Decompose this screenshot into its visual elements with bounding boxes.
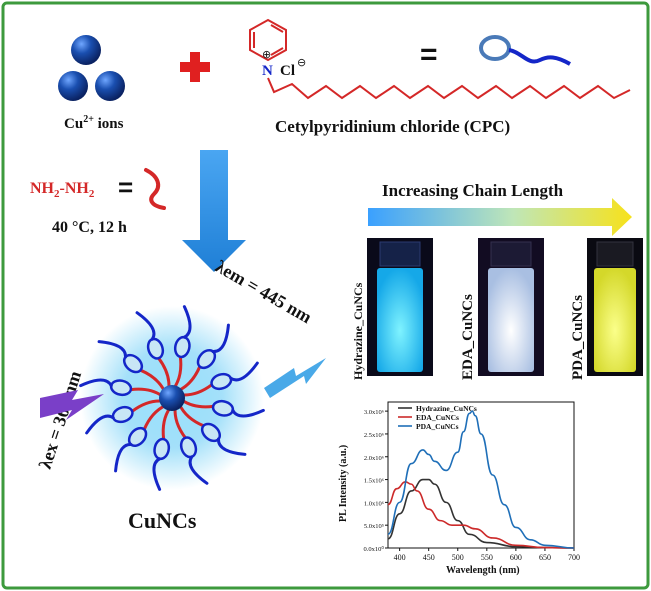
legend-label: Hydrazine_CuNCs xyxy=(416,404,477,413)
chart-xlabel: Wavelength (nm) xyxy=(446,565,520,576)
reaction-conditions: 40 °C, 12 h xyxy=(52,219,127,236)
ligand-tail xyxy=(85,414,115,435)
ligand-tail xyxy=(229,361,259,382)
ligand-tail xyxy=(211,323,230,354)
red-ligand-icon xyxy=(144,168,166,210)
cetyl-chain-icon xyxy=(267,77,631,100)
vial-label-eda: EDA_CuNCs xyxy=(460,294,476,380)
y-tick-label: 2.0x10⁶ xyxy=(364,455,384,462)
excitation-bolt-icon xyxy=(40,390,104,420)
vial-label-pda: PDA_CuNCs xyxy=(570,295,586,380)
y-tick-label: 1.5x10⁶ xyxy=(364,478,384,485)
series-line-2 xyxy=(387,410,575,549)
legend-label: EDA_CuNCs xyxy=(416,413,459,422)
x-tick-label: 650 xyxy=(539,553,551,562)
y-tick-label: 2.5x10⁶ xyxy=(364,432,384,439)
x-tick-label: 550 xyxy=(481,553,493,562)
y-tick-label: 3.0x10⁶ xyxy=(364,409,384,416)
chart-frame xyxy=(387,401,575,549)
pyridinium-ring-icon xyxy=(249,18,287,62)
cl-charge-label: ⊖ xyxy=(297,56,306,69)
vial-pda xyxy=(587,238,643,376)
y-tick-label: 5.0x10⁵ xyxy=(364,523,384,530)
pl-spectrum-chart: 400 450 500 550 600 650 700 0.0x10⁰ 5.0x10⁵ 1.0x1… xyxy=(338,401,580,576)
chart-ylabel: PL Intensity (a.u.) xyxy=(338,445,349,522)
reaction-arrow-icon xyxy=(182,150,246,272)
ligand-tail xyxy=(188,455,209,485)
ligand-tail xyxy=(182,305,192,339)
chain-length-arrow-icon xyxy=(368,198,632,236)
vial-eda xyxy=(478,238,544,376)
n-atom-label: N xyxy=(262,63,273,79)
legend-label: PDA_CuNCs xyxy=(416,422,459,431)
cu-ions-label: Cu2+ ions xyxy=(64,114,124,132)
cu-ions-icon xyxy=(58,35,125,101)
x-tick-label: 500 xyxy=(452,553,464,562)
x-tick-label: 450 xyxy=(423,553,435,562)
cunc-cluster xyxy=(79,305,265,491)
chain-length-title: Increasing Chain Length xyxy=(382,181,564,200)
y-tick-label: 1.0x10⁶ xyxy=(364,500,384,507)
series-line-0 xyxy=(387,478,575,549)
x-tick-label: 700 xyxy=(568,553,580,562)
ligand-tail xyxy=(79,378,113,388)
ligand-tail xyxy=(97,340,128,359)
cpc-name-label: Cetylpyridinium chloride (CPC) xyxy=(275,117,510,136)
ligand-tail xyxy=(216,437,247,456)
surfactant-icon xyxy=(479,35,571,66)
n-charge-label: ⊕ xyxy=(262,48,271,61)
x-tick-label: 400 xyxy=(394,553,406,562)
y-tick-label: 0.0x10⁰ xyxy=(364,545,385,553)
emission-bolt-icon xyxy=(264,358,326,398)
hydrazine-formula: NH2-NH2 xyxy=(30,180,95,200)
cl-atom-label: Cl xyxy=(280,63,295,79)
vial-hydrazine xyxy=(367,238,433,376)
ligand-tail xyxy=(231,408,265,418)
vial-label-hydrazine: Hydrazine_CuNCs xyxy=(351,282,365,380)
cpc-equals-sign: = xyxy=(420,38,438,71)
x-tick-label: 600 xyxy=(510,553,522,562)
product-name-label: CuNCs xyxy=(128,508,197,533)
ligand-tail xyxy=(114,442,133,473)
cu-core-icon xyxy=(159,385,185,411)
plus-icon xyxy=(180,52,210,82)
ligand-tail xyxy=(135,311,156,341)
hydrazine-equals: = xyxy=(118,172,133,202)
ligand-tail xyxy=(152,457,162,491)
